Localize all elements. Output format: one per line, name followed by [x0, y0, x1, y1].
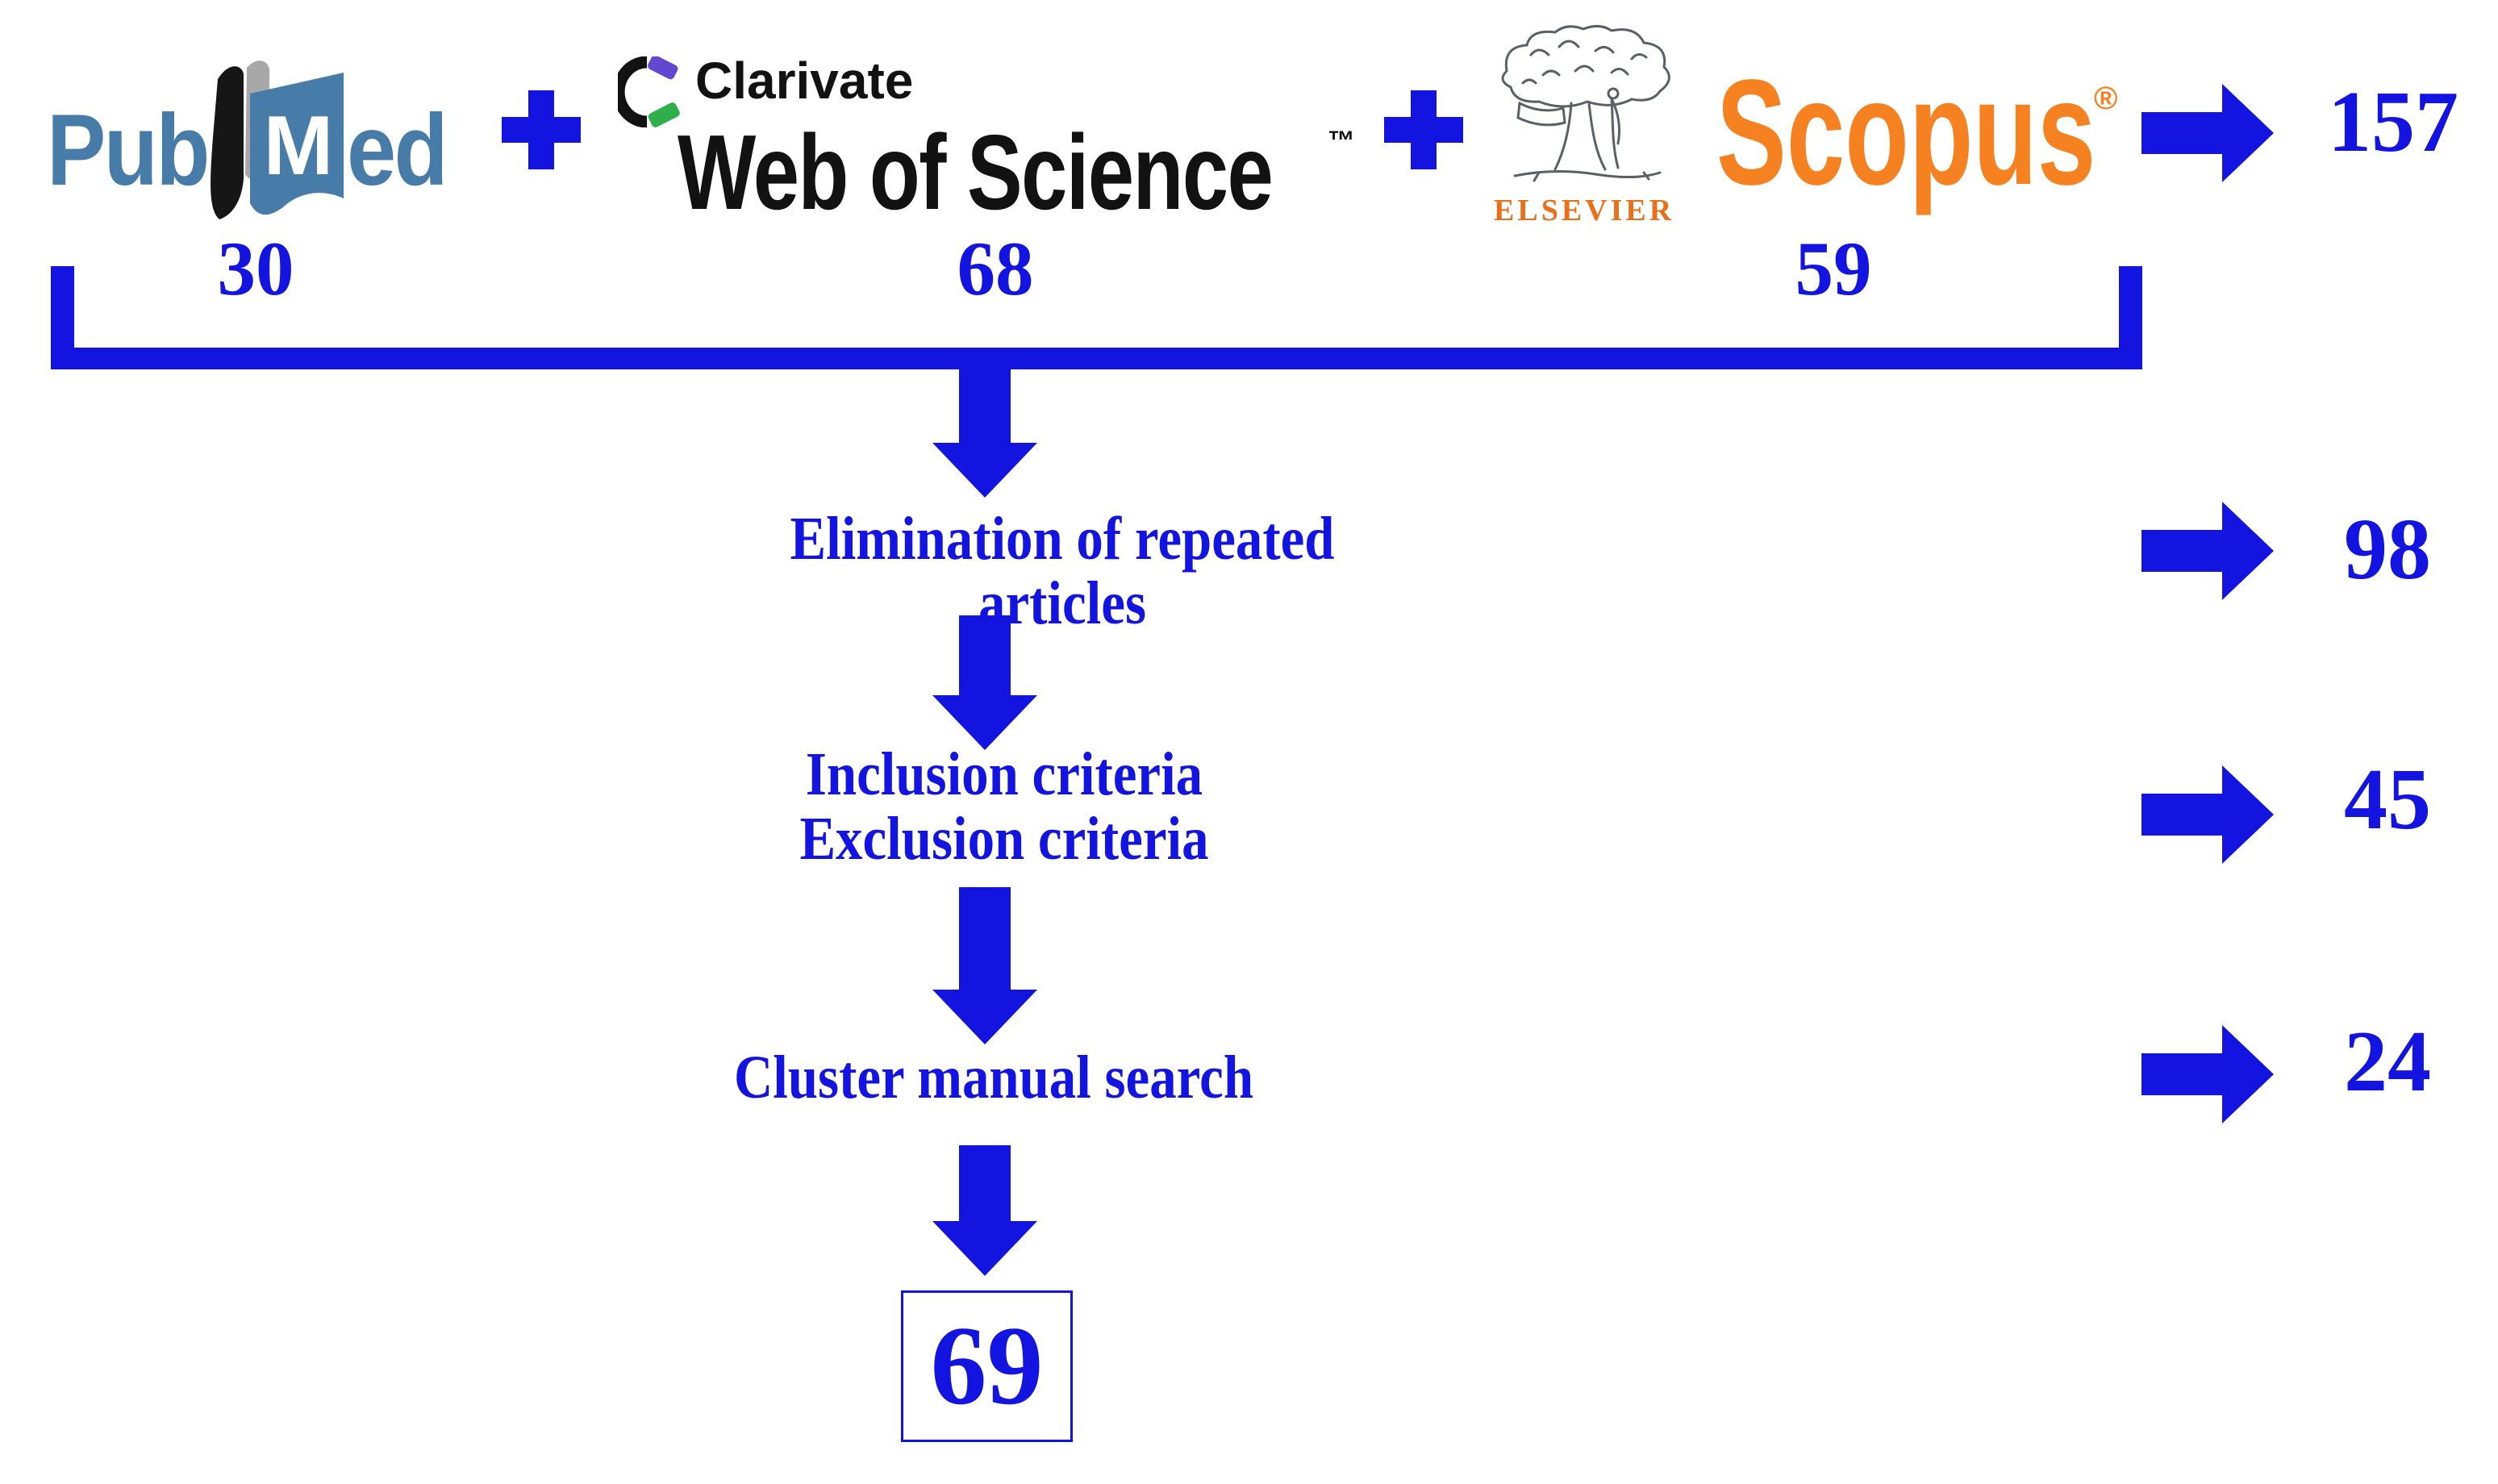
clarivate-wordmark: Clarivate	[695, 52, 914, 110]
arrow-down-icon	[932, 615, 1037, 750]
arrow-right-icon	[2141, 1025, 2274, 1123]
arrow-right-icon	[2141, 84, 2274, 182]
wos-count: 68	[957, 226, 1034, 311]
bracket-bar	[51, 348, 2142, 369]
step-label-group: Inclusion criteria Exclusion criteria	[762, 742, 1246, 871]
arrow-down-icon	[932, 348, 1037, 498]
plus-icon	[502, 90, 581, 169]
scopus-count: 59	[1795, 226, 1872, 311]
step-label: Exclusion criteria	[799, 805, 1209, 873]
arrow-down-icon	[932, 887, 1037, 1044]
registered-symbol: ®	[2094, 81, 2118, 116]
arrow-down-icon	[932, 1145, 1037, 1276]
pubmed-logo: Pub M ed	[47, 60, 466, 247]
final-count-box: 69	[901, 1290, 1073, 1442]
step-label: Inclusion criteria	[805, 740, 1203, 808]
trademark-symbol: ™	[1328, 126, 1355, 156]
step-label: Cluster manual search	[733, 1044, 1254, 1111]
scopus-wordmark: Scopus	[1716, 49, 2096, 216]
elsevier-tree-icon	[1501, 25, 1670, 182]
step-label: Elimination of repeated articles	[790, 505, 1335, 637]
merge-total-count: 157	[2328, 74, 2458, 170]
pubmed-open-book-icon: M	[211, 60, 344, 219]
elsevier-wordmark: ELSEVIER	[1494, 194, 1675, 227]
arrow-right-icon	[2141, 502, 2274, 600]
pubmed-book-letter: M	[264, 99, 334, 193]
scopus-logo: ELSEVIER Scopus ®	[1491, 16, 2136, 242]
web-of-science-wordmark: Web of Science	[678, 113, 1274, 231]
step-count: 98	[2344, 502, 2431, 598]
arrow-right-icon	[2141, 765, 2274, 864]
step-count: 24	[2344, 1014, 2431, 1110]
clarivate-icon	[618, 56, 680, 127]
web-of-science-logo: Clarivate Web of Science ™	[618, 48, 1408, 242]
final-count: 69	[930, 1303, 1044, 1428]
plus-icon	[1384, 90, 1463, 169]
step-count: 45	[2344, 752, 2431, 848]
pubmed-count: 30	[217, 226, 294, 311]
pubmed-word-pub: Pub	[47, 94, 210, 206]
pubmed-word-ed: ed	[347, 94, 448, 206]
